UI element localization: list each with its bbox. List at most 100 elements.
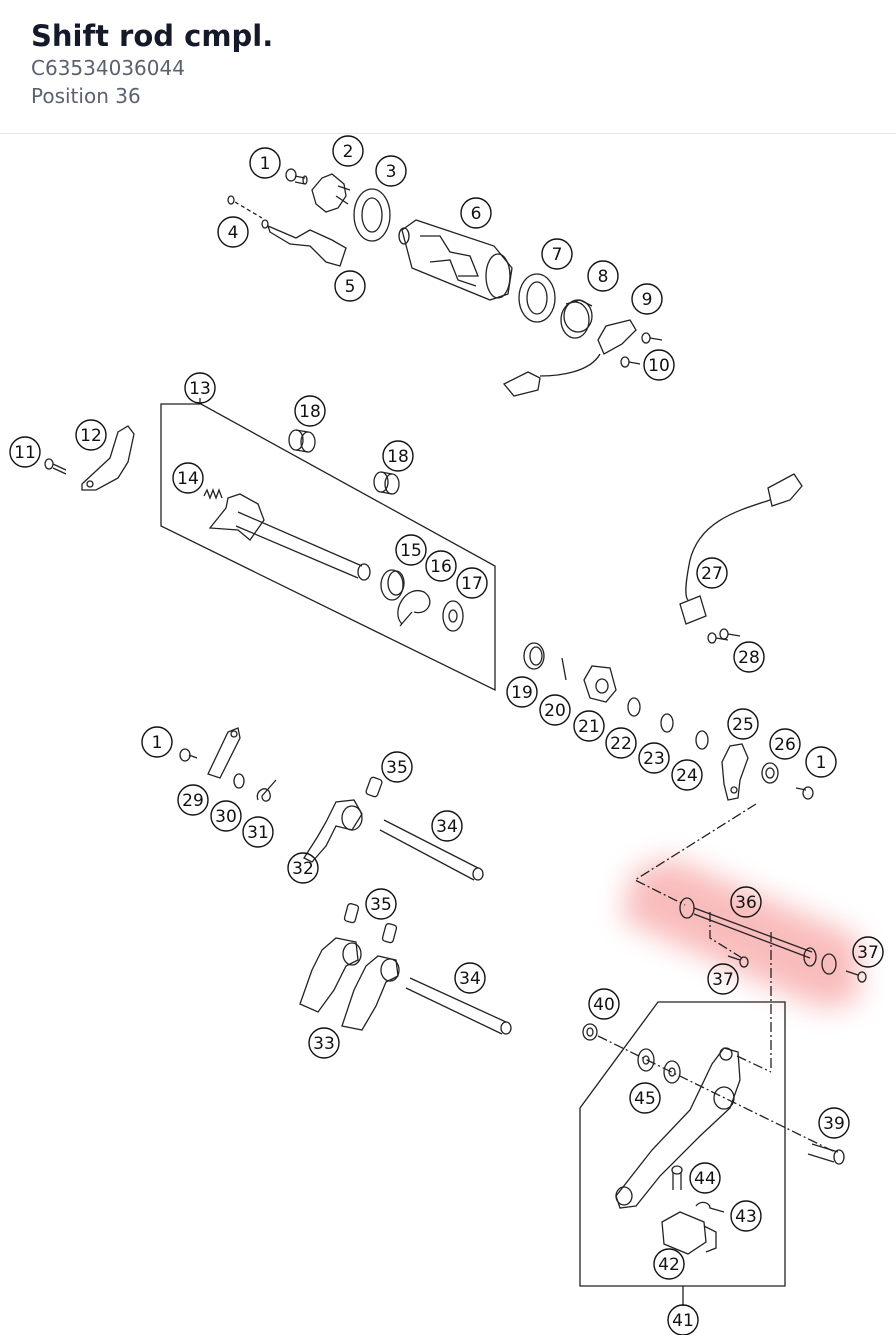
callout-circle[interactable] bbox=[631, 283, 663, 315]
callout-31[interactable]: 31 bbox=[242, 816, 274, 848]
callout-circle[interactable] bbox=[395, 534, 427, 566]
callout-3[interactable]: 3 bbox=[375, 155, 407, 187]
callout-45[interactable]: 45 bbox=[629, 1082, 661, 1114]
callout-28[interactable]: 28 bbox=[733, 641, 765, 673]
callout-1[interactable]: 1 bbox=[141, 726, 173, 758]
callout-circle[interactable] bbox=[733, 641, 765, 673]
callout-37[interactable]: 37 bbox=[707, 963, 739, 995]
callout-20[interactable]: 20 bbox=[539, 694, 571, 726]
callout-circle[interactable] bbox=[308, 1027, 340, 1059]
callout-circle[interactable] bbox=[184, 372, 216, 404]
callout-22[interactable]: 22 bbox=[605, 727, 637, 759]
callout-29[interactable]: 29 bbox=[177, 784, 209, 816]
callout-circle[interactable] bbox=[805, 746, 837, 778]
callout-circle[interactable] bbox=[75, 419, 107, 451]
callout-43[interactable]: 43 bbox=[730, 1200, 762, 1232]
callout-circle[interactable] bbox=[852, 936, 884, 968]
callout-circle[interactable] bbox=[541, 238, 573, 270]
callout-6[interactable]: 6 bbox=[460, 197, 492, 229]
callout-circle[interactable] bbox=[727, 708, 759, 740]
callout-circle[interactable] bbox=[375, 155, 407, 187]
callout-circle[interactable] bbox=[456, 567, 488, 599]
callout-circle[interactable] bbox=[573, 710, 605, 742]
callout-39[interactable]: 39 bbox=[818, 1107, 850, 1139]
callout-18[interactable]: 18 bbox=[382, 440, 414, 472]
callout-circle[interactable] bbox=[653, 1248, 685, 1280]
callout-27[interactable]: 27 bbox=[696, 557, 728, 589]
callout-21[interactable]: 21 bbox=[573, 710, 605, 742]
callout-circle[interactable] bbox=[818, 1107, 850, 1139]
callout-circle[interactable] bbox=[249, 147, 281, 179]
callout-circle[interactable] bbox=[605, 727, 637, 759]
callout-circle[interactable] bbox=[730, 1200, 762, 1232]
callout-17[interactable]: 17 bbox=[456, 567, 488, 599]
callout-1[interactable]: 1 bbox=[805, 746, 837, 778]
callout-12[interactable]: 12 bbox=[75, 419, 107, 451]
callout-44[interactable]: 44 bbox=[689, 1162, 721, 1194]
callout-13[interactable]: 13 bbox=[184, 372, 216, 404]
callout-label: 25 bbox=[732, 715, 754, 735]
callout-8[interactable]: 8 bbox=[587, 260, 619, 292]
callout-42[interactable]: 42 bbox=[653, 1248, 685, 1280]
callout-15[interactable]: 15 bbox=[395, 534, 427, 566]
callout-40[interactable]: 40 bbox=[588, 988, 620, 1020]
callout-32[interactable]: 32 bbox=[287, 852, 319, 884]
callout-34[interactable]: 34 bbox=[431, 810, 463, 842]
callout-circle[interactable] bbox=[334, 270, 366, 302]
callout-19[interactable]: 19 bbox=[506, 676, 538, 708]
callout-34[interactable]: 34 bbox=[454, 962, 486, 994]
callout-circle[interactable] bbox=[629, 1082, 661, 1114]
callout-circle[interactable] bbox=[172, 462, 204, 494]
callout-circle[interactable] bbox=[141, 726, 173, 758]
callout-circle[interactable] bbox=[242, 816, 274, 848]
callout-30[interactable]: 30 bbox=[210, 800, 242, 832]
callout-circle[interactable] bbox=[769, 728, 801, 760]
callout-circle[interactable] bbox=[382, 440, 414, 472]
callout-circle[interactable] bbox=[431, 810, 463, 842]
callout-14[interactable]: 14 bbox=[172, 462, 204, 494]
callout-7[interactable]: 7 bbox=[541, 238, 573, 270]
callout-33[interactable]: 33 bbox=[308, 1027, 340, 1059]
callout-36[interactable]: 36 bbox=[730, 886, 762, 918]
callout-circle[interactable] bbox=[294, 395, 326, 427]
callout-circle[interactable] bbox=[638, 742, 670, 774]
callout-16[interactable]: 16 bbox=[425, 550, 457, 582]
callout-circle[interactable] bbox=[454, 962, 486, 994]
callout-circle[interactable] bbox=[9, 436, 41, 468]
callout-18[interactable]: 18 bbox=[294, 395, 326, 427]
callout-26[interactable]: 26 bbox=[769, 728, 801, 760]
callout-circle[interactable] bbox=[587, 260, 619, 292]
callout-35[interactable]: 35 bbox=[381, 751, 413, 783]
callout-2[interactable]: 2 bbox=[332, 135, 364, 167]
callout-circle[interactable] bbox=[210, 800, 242, 832]
callout-circle[interactable] bbox=[332, 135, 364, 167]
callout-10[interactable]: 10 bbox=[643, 349, 675, 381]
callout-circle[interactable] bbox=[671, 759, 703, 791]
callout-circle[interactable] bbox=[539, 694, 571, 726]
callout-4[interactable]: 4 bbox=[217, 216, 249, 248]
callout-circle[interactable] bbox=[217, 216, 249, 248]
callout-circle[interactable] bbox=[177, 784, 209, 816]
callout-24[interactable]: 24 bbox=[671, 759, 703, 791]
callout-circle[interactable] bbox=[707, 963, 739, 995]
callout-1[interactable]: 1 bbox=[249, 147, 281, 179]
callout-circle[interactable] bbox=[460, 197, 492, 229]
callout-25[interactable]: 25 bbox=[727, 708, 759, 740]
callout-circle[interactable] bbox=[588, 988, 620, 1020]
callout-35[interactable]: 35 bbox=[365, 888, 397, 920]
callout-circle[interactable] bbox=[696, 557, 728, 589]
callout-41[interactable]: 41 bbox=[667, 1304, 699, 1336]
callout-circle[interactable] bbox=[730, 886, 762, 918]
callout-5[interactable]: 5 bbox=[334, 270, 366, 302]
callout-9[interactable]: 9 bbox=[631, 283, 663, 315]
callout-circle[interactable] bbox=[287, 852, 319, 884]
callout-circle[interactable] bbox=[643, 349, 675, 381]
callout-circle[interactable] bbox=[689, 1162, 721, 1194]
callout-11[interactable]: 11 bbox=[9, 436, 41, 468]
callout-37[interactable]: 37 bbox=[852, 936, 884, 968]
callout-23[interactable]: 23 bbox=[638, 742, 670, 774]
callout-circle[interactable] bbox=[425, 550, 457, 582]
callout-circle[interactable] bbox=[381, 751, 413, 783]
callout-circle[interactable] bbox=[506, 676, 538, 708]
callout-circle[interactable] bbox=[365, 888, 397, 920]
